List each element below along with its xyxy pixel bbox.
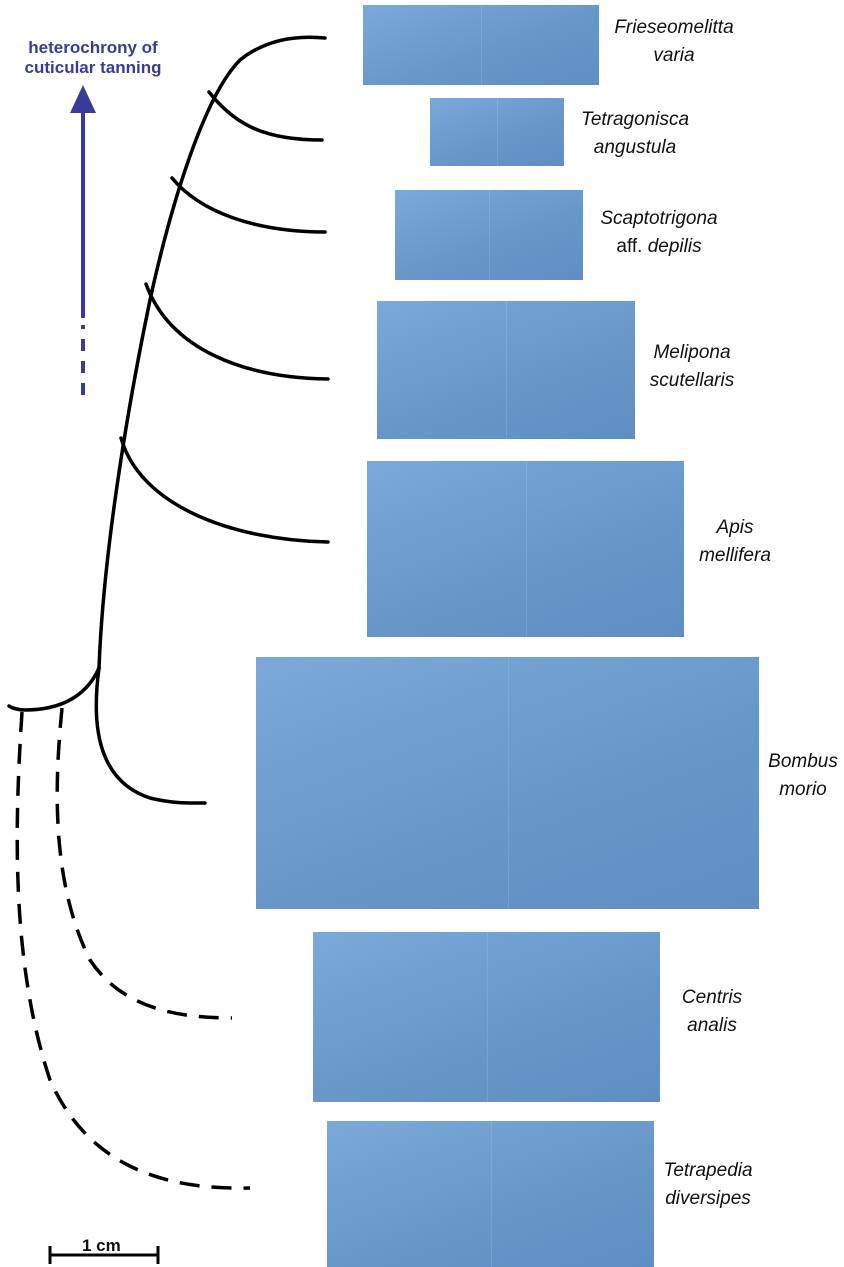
genus: Tetrapedia	[656, 1157, 760, 1185]
photo-scaptotrigona	[395, 190, 583, 280]
label-bombus: Bombus morio	[762, 748, 844, 804]
epithet: scutellaris	[642, 367, 742, 395]
genus: Centris	[664, 984, 760, 1012]
arrow-label-line1: heterochrony of	[4, 38, 182, 58]
label-melipona: Melipona scutellaris	[642, 339, 742, 395]
label-scaptotrigona: Scaptotrigona aff. depilis	[588, 205, 730, 261]
label-centris: Centris analis	[664, 984, 760, 1040]
photo-bombus	[256, 657, 759, 909]
genus: Bombus	[762, 748, 844, 776]
photo-centris	[313, 932, 660, 1102]
label-apis: Apis mellifera	[690, 514, 780, 570]
photo-frieseomelitta	[363, 5, 599, 85]
photo-melipona	[377, 301, 635, 439]
genus: Melipona	[642, 339, 742, 367]
photo-apis	[367, 461, 684, 637]
epithet: varia	[604, 42, 744, 70]
arrow-label: heterochrony of cuticular tanning	[4, 38, 182, 78]
arrow-label-line2: cuticular tanning	[4, 58, 182, 78]
label-tetragonisca: Tetragonisca angustula	[570, 106, 700, 162]
epithet: morio	[762, 776, 844, 804]
scale-bar-label: 1 cm	[82, 1236, 121, 1256]
epithet: mellifera	[690, 542, 780, 570]
branch-bombus	[96, 668, 205, 803]
genus: Scaptotrigona	[588, 205, 730, 233]
epithet-prefix: aff.	[616, 236, 642, 257]
genus: Apis	[690, 514, 780, 542]
branch-centris	[57, 708, 232, 1018]
epithet: diversipes	[656, 1185, 760, 1213]
heterochrony-arrow	[70, 85, 96, 395]
branch-scaptotrigona	[172, 178, 325, 232]
branch-melipona	[146, 284, 328, 379]
branch-tetragonisca	[209, 92, 322, 140]
root-junction	[9, 668, 99, 710]
genus: Frieseomelitta	[604, 14, 744, 42]
epithet: angustula	[570, 134, 700, 162]
label-tetrapedia: Tetrapedia diversipes	[656, 1157, 760, 1213]
branch-tetrapedia	[17, 712, 250, 1188]
photo-tetrapedia	[327, 1121, 654, 1267]
photo-tetragonisca	[430, 98, 564, 166]
branch-apis	[121, 438, 328, 542]
label-frieseomelitta: Frieseomelitta varia	[604, 14, 744, 70]
epithet: analis	[664, 1012, 760, 1040]
genus: Tetragonisca	[570, 106, 700, 134]
epithet-line: aff. depilis	[588, 233, 730, 261]
epithet: depilis	[648, 236, 702, 257]
